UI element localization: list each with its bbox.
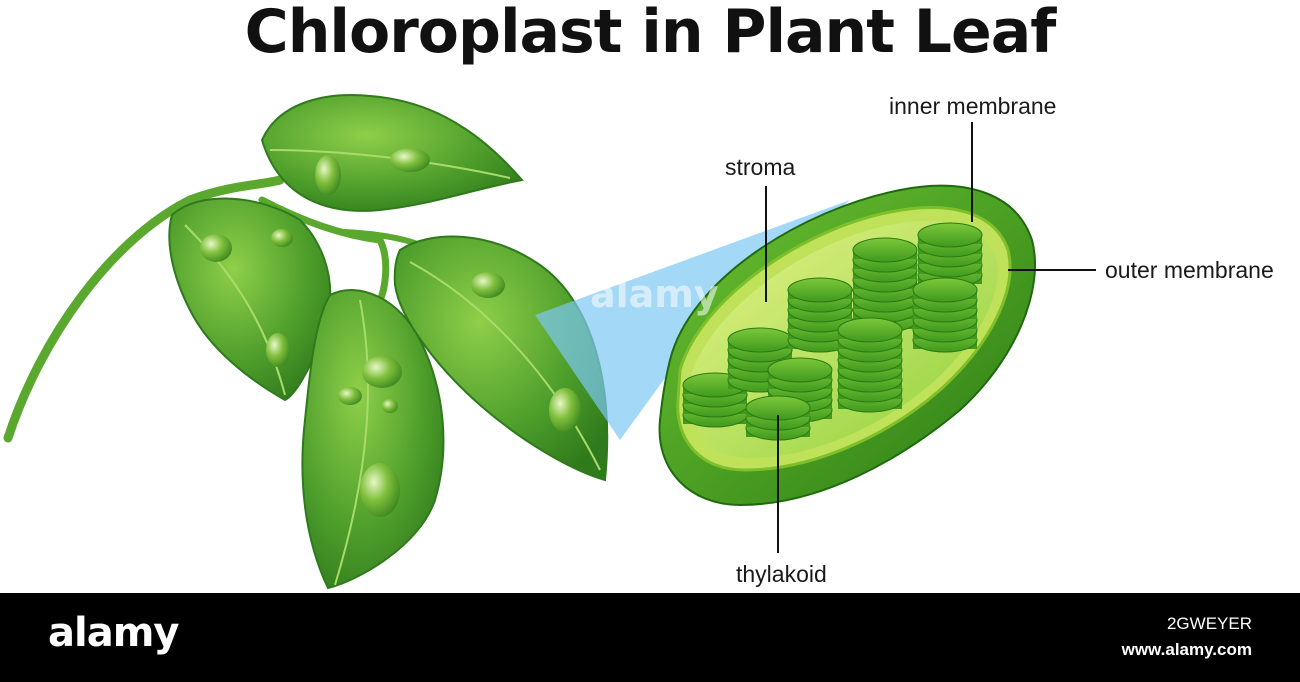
- diagram-canvas: [3, 94, 1096, 590]
- page-title: Chloroplast in Plant Leaf: [244, 0, 1057, 67]
- footer-image-id: 2GWEYER: [1166, 614, 1252, 633]
- thylakoid-disc: [767, 357, 833, 383]
- thylakoid-stacks: [682, 222, 983, 441]
- watermark: alamy: [590, 272, 719, 316]
- footer-bar: [0, 593, 1300, 682]
- footer-logo: alamy: [48, 610, 179, 656]
- leader-lines: [765, 122, 1096, 553]
- inner-membrane-label: inner membrane: [889, 93, 1057, 119]
- thylakoid-label: thylakoid: [736, 561, 827, 587]
- chloroplast: [658, 184, 1036, 507]
- thylakoid-disc: [852, 237, 918, 263]
- thylakoid-disc: [787, 277, 853, 303]
- water-droplets: [200, 148, 581, 517]
- thylakoid-disc: [727, 327, 793, 353]
- stroma-label: stroma: [725, 154, 796, 180]
- thylakoid-disc: [912, 277, 978, 303]
- thylakoid-disc: [837, 317, 903, 343]
- outer-membrane-label: outer membrane: [1105, 257, 1274, 283]
- leaf-left: [168, 197, 332, 402]
- leaf-top: [260, 94, 524, 212]
- footer-url: www.alamy.com: [1121, 640, 1252, 659]
- thylakoid-disc: [917, 222, 983, 248]
